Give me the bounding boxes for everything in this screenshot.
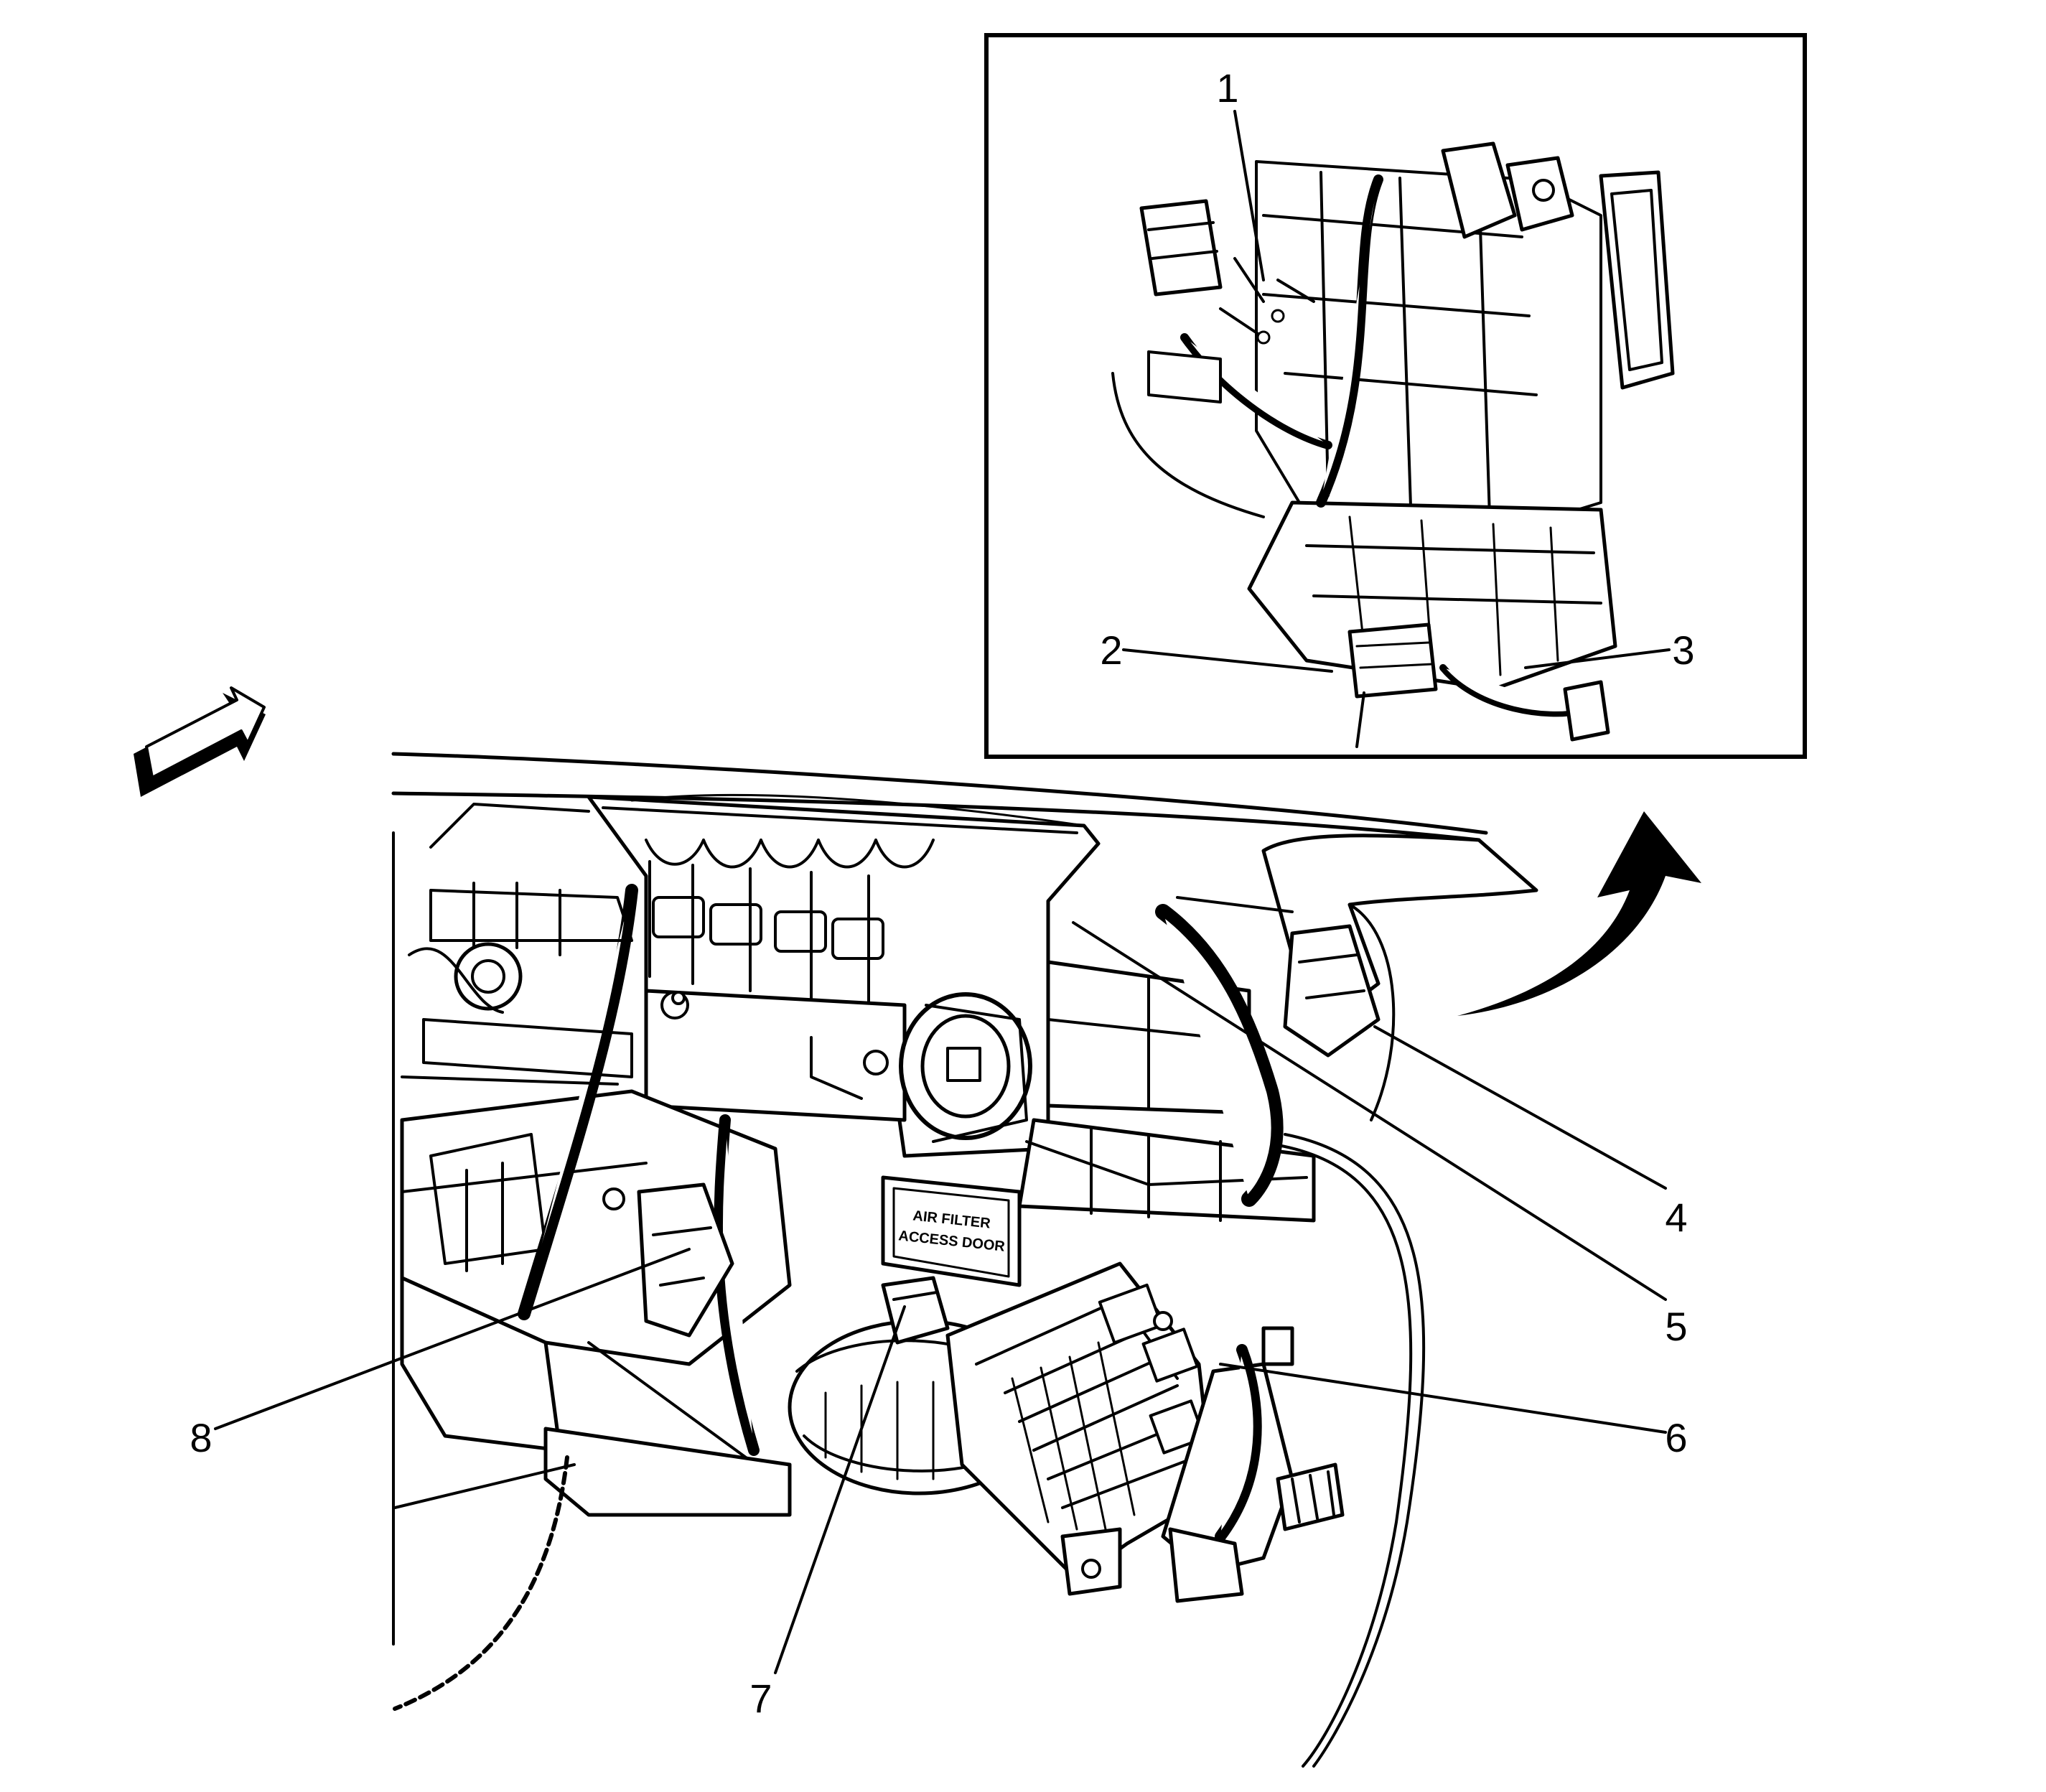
callout-6: 6 xyxy=(1665,1415,1687,1460)
callout-2: 2 xyxy=(1100,627,1122,673)
forward-arrow-left xyxy=(134,686,266,797)
callout-8: 8 xyxy=(190,1415,212,1460)
callout-1: 1 xyxy=(1216,65,1238,111)
callout-3: 3 xyxy=(1672,627,1694,673)
junction-block xyxy=(945,1261,1215,1596)
instrument-panel-assembly: AIR FILTER ACCESS DOOR xyxy=(391,752,1538,1768)
callout-4: 4 xyxy=(1665,1195,1687,1240)
curved-view-arrow xyxy=(1457,811,1701,1016)
callout-7: 7 xyxy=(749,1676,772,1721)
inset-detail-view xyxy=(984,33,1807,759)
callout-5: 5 xyxy=(1665,1304,1687,1349)
callouts: 1 2 3 4 5 6 7 8 xyxy=(190,65,1694,1721)
air-filter-access-door-decal: AIR FILTER ACCESS DOOR xyxy=(881,1175,1022,1287)
leader-lines xyxy=(214,110,1671,1674)
